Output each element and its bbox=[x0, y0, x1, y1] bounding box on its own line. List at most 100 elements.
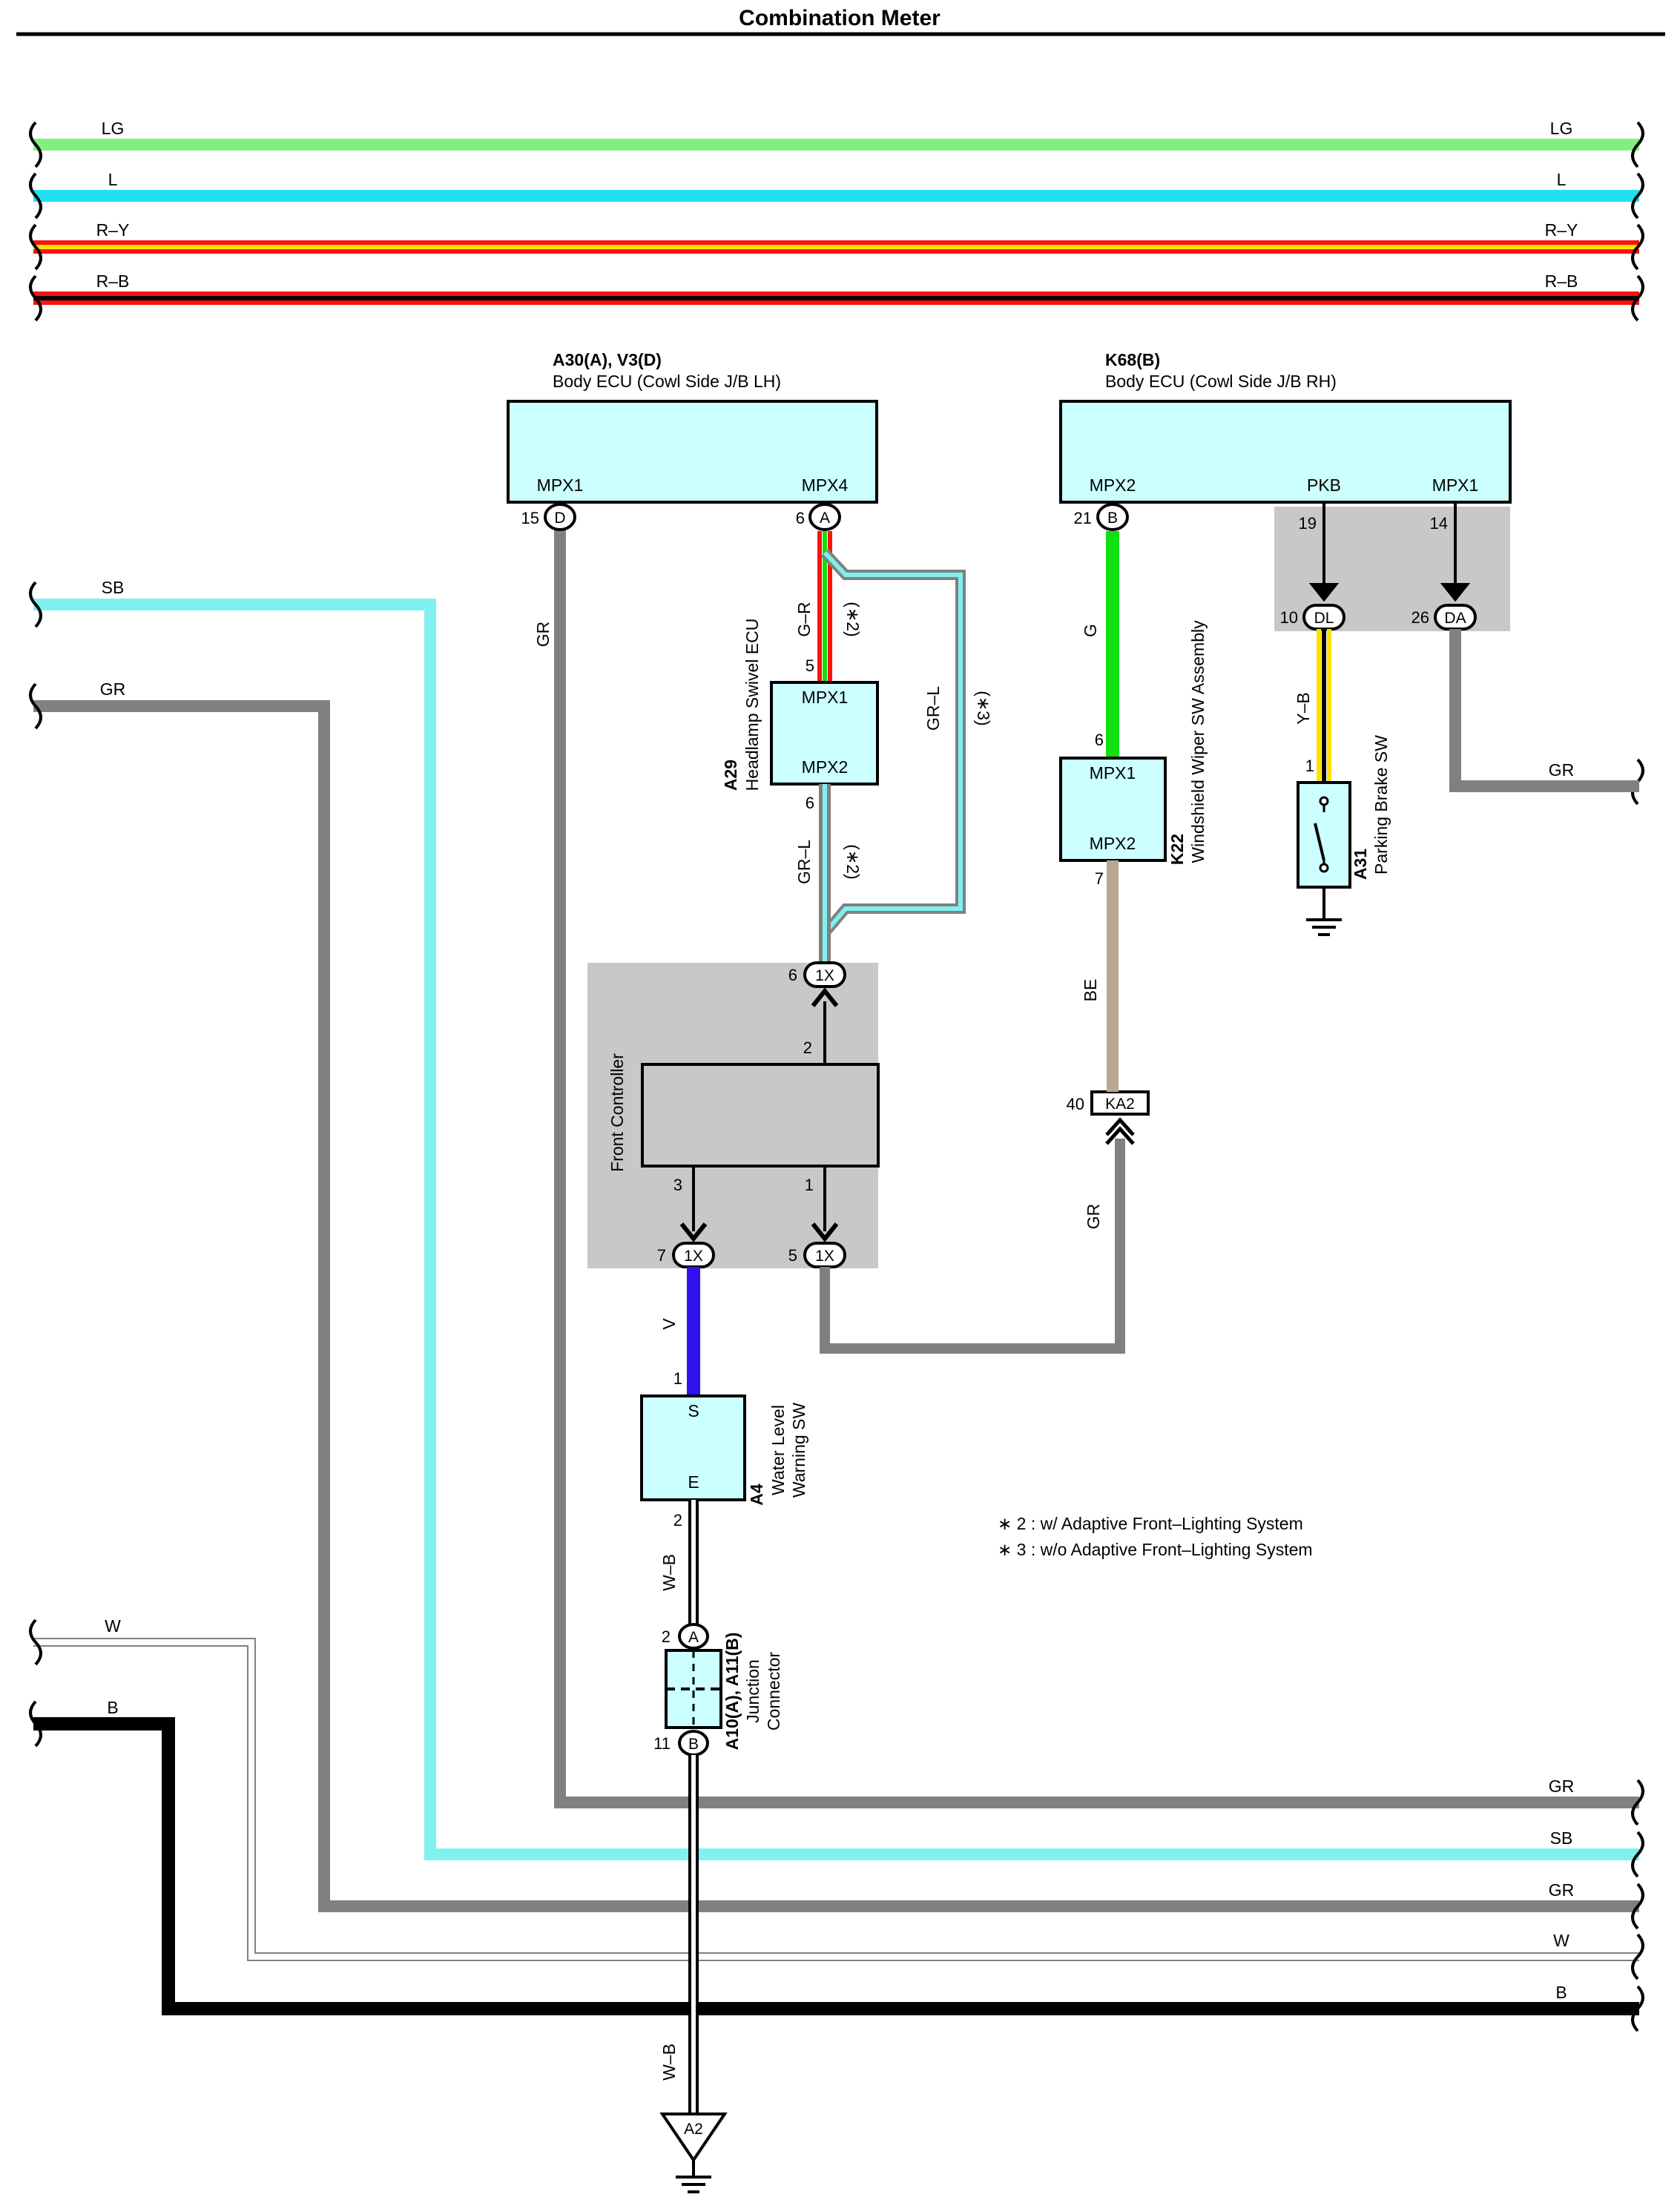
ecu-lh-name: Body ECU (Cowl Side J/B LH) bbox=[553, 372, 781, 391]
ecu-rh-pin-label: MPX1 bbox=[1432, 475, 1479, 495]
pin-number: 1 bbox=[805, 1176, 814, 1194]
parking-name: Parking Brake SW bbox=[1371, 735, 1391, 875]
ecu-rh-pin-label: MPX2 bbox=[1090, 475, 1136, 495]
wire-label: W bbox=[105, 1616, 121, 1636]
wiper-sw-box bbox=[1059, 757, 1167, 862]
connector-label: A2 bbox=[684, 2121, 703, 2138]
pin-number: 40 bbox=[1067, 1095, 1084, 1113]
ecu-lh-pin-label: MPX4 bbox=[802, 475, 849, 495]
connector-label: 1X bbox=[684, 1248, 703, 1265]
wire-label: V bbox=[659, 1318, 679, 1330]
ecu-rh-code: K68(B) bbox=[1105, 350, 1160, 369]
pin-number: 10 bbox=[1280, 608, 1298, 627]
wire-note: (∗2) bbox=[843, 602, 863, 636]
ecu-rh-box bbox=[1059, 400, 1512, 504]
junction-name: Junction bbox=[743, 1659, 762, 1723]
pin-number: 26 bbox=[1411, 608, 1429, 627]
connector-1x-icon bbox=[803, 961, 846, 988]
wire-label: W–B bbox=[659, 1554, 679, 1591]
bus-label-right: L bbox=[1557, 170, 1567, 189]
connector-a-icon bbox=[808, 503, 841, 531]
break-marks bbox=[29, 121, 1644, 2032]
wire-gr-ka2 bbox=[820, 1139, 1125, 1354]
bus-label-left: L bbox=[108, 170, 118, 189]
wire-label: GR bbox=[1084, 1204, 1103, 1230]
connector-d-icon bbox=[544, 503, 576, 531]
bus-label-left: R–B bbox=[96, 271, 130, 291]
ecu-rh-name: Body ECU (Cowl Side J/B RH) bbox=[1105, 372, 1337, 391]
pin-number: 15 bbox=[521, 509, 539, 527]
wire-gr-left bbox=[33, 700, 1639, 1912]
wire-label: B bbox=[107, 1698, 118, 1717]
junction-name: Connector bbox=[764, 1652, 783, 1731]
bottom-bus-label: SB bbox=[1550, 1828, 1573, 1848]
connector-chevron-icon bbox=[679, 1222, 708, 1242]
pin-number: 19 bbox=[1299, 514, 1317, 533]
headlamp-swivel-ecu-box bbox=[770, 681, 879, 786]
wiper-pin-label: MPX1 bbox=[1090, 763, 1136, 783]
wire-b bbox=[33, 1717, 1639, 2015]
ecu-lh-pin-label: MPX1 bbox=[537, 475, 584, 495]
pin-number: 2 bbox=[662, 1627, 671, 1646]
pin-number: 2 bbox=[803, 1038, 812, 1057]
connector-chevron-icon bbox=[811, 987, 839, 1007]
connector-a-icon bbox=[678, 1623, 709, 1650]
pin-number: 6 bbox=[788, 966, 797, 984]
pin-number: 1 bbox=[673, 1369, 682, 1388]
connector-label: B bbox=[688, 1736, 699, 1753]
wire-label: W–B bbox=[659, 2044, 679, 2081]
pin-number: 2 bbox=[673, 1511, 682, 1529]
switch-icon bbox=[1314, 796, 1329, 873]
water-pin-label: E bbox=[688, 1472, 699, 1492]
front-controller-box bbox=[641, 1063, 880, 1168]
water-name: Water Level bbox=[768, 1405, 788, 1495]
wiper-name: Windshield Wiper SW Assembly bbox=[1188, 620, 1208, 863]
connector-chevron-icon bbox=[1440, 583, 1471, 602]
bus-label-right: R–Y bbox=[1545, 220, 1578, 240]
connector-label: B bbox=[1107, 510, 1118, 527]
wire-note: (∗2) bbox=[843, 844, 863, 879]
water-code: A4 bbox=[747, 1484, 766, 1506]
headlamp-pin-label: MPX1 bbox=[802, 688, 849, 707]
pin-number: 5 bbox=[788, 1246, 797, 1265]
connector-label: DA bbox=[1444, 610, 1466, 627]
headlamp-pin-label: MPX2 bbox=[802, 757, 849, 777]
wire-label: G–R bbox=[794, 602, 814, 636]
bus-label-left: LG bbox=[102, 119, 125, 138]
parking-code: A31 bbox=[1351, 849, 1370, 880]
wire-label: GR bbox=[1549, 760, 1575, 780]
wire-note: (∗3) bbox=[974, 691, 993, 725]
connector-label: 1X bbox=[815, 967, 834, 984]
connector-b-icon bbox=[1096, 503, 1129, 531]
wiper-code: K22 bbox=[1167, 834, 1187, 865]
wire-gr-l-bypass bbox=[820, 549, 966, 937]
pin-number: 6 bbox=[796, 509, 805, 527]
pin-number: 6 bbox=[1095, 731, 1104, 749]
water-pin-label: S bbox=[688, 1401, 699, 1420]
water-name: Warning SW bbox=[789, 1403, 808, 1498]
ecu-lh-code: A30(A), V3(D) bbox=[553, 350, 662, 369]
wire-label: Y–B bbox=[1294, 692, 1313, 724]
wire-label: SB bbox=[102, 578, 125, 597]
ground-connector-icon bbox=[659, 2113, 728, 2163]
pin-number: 1 bbox=[1305, 757, 1314, 775]
pin-number: 5 bbox=[806, 656, 814, 675]
bus-label-right: LG bbox=[1550, 119, 1573, 138]
bottom-bus-label: GR bbox=[1549, 1880, 1575, 1900]
wire-label: GR bbox=[100, 679, 126, 699]
bottom-bus-label: GR bbox=[1549, 1776, 1575, 1796]
connector-chevron-icon bbox=[1308, 583, 1340, 602]
wire-gr-da bbox=[1449, 629, 1639, 792]
pin-number: 7 bbox=[657, 1246, 666, 1265]
pin-number: 21 bbox=[1074, 509, 1092, 527]
wiper-pin-label: MPX2 bbox=[1090, 834, 1136, 853]
wire-label: G bbox=[1081, 624, 1100, 637]
front-controller-name: Front Controller bbox=[607, 1053, 627, 1172]
ground-icon bbox=[676, 2160, 711, 2193]
page-title: Combination Meter bbox=[739, 6, 941, 30]
connector-label: D bbox=[554, 510, 565, 527]
pin-number: 3 bbox=[673, 1176, 682, 1194]
headlamp-code: A29 bbox=[721, 760, 740, 791]
wire-sb bbox=[33, 599, 1639, 1860]
